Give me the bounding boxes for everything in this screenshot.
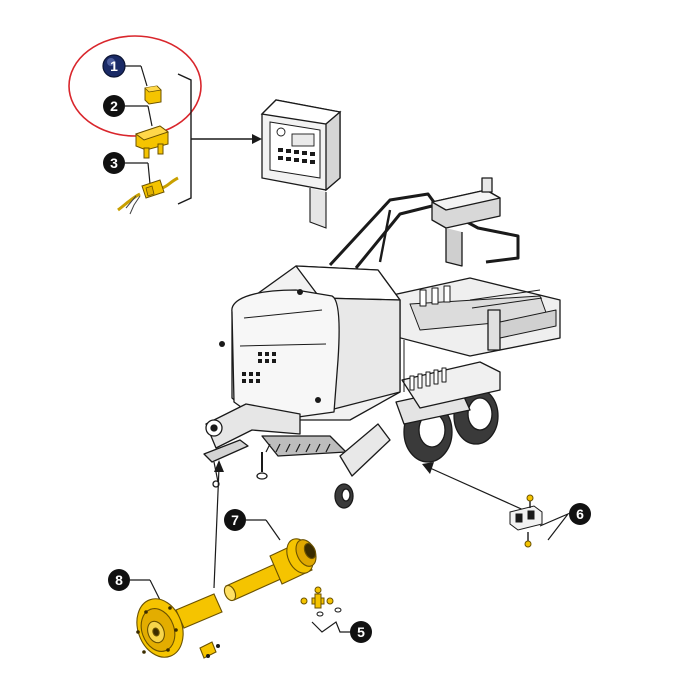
callout-5: 5 <box>311 621 372 643</box>
group-bracket <box>177 73 255 205</box>
callout-8: 8 <box>108 569 161 601</box>
callout-5-label: 5 <box>357 624 365 640</box>
fuse-icon <box>134 125 170 159</box>
clamp-icon <box>509 494 543 548</box>
baler-icon <box>203 177 561 509</box>
callout-3-label: 3 <box>110 155 118 171</box>
highlight-ring <box>68 35 202 137</box>
arrow-to-axle <box>422 462 434 474</box>
callout-2: 2 <box>103 95 153 127</box>
relay-icon <box>144 85 162 105</box>
pointer-lines <box>213 467 529 589</box>
connector-icon <box>117 176 179 215</box>
arrow-to-hitch <box>214 460 224 472</box>
pto-shaft-icon <box>223 538 317 602</box>
callout-8-label: 8 <box>115 572 123 588</box>
callout-3: 3 <box>103 152 151 185</box>
callout-6-label: 6 <box>576 506 584 522</box>
callout-7: 7 <box>224 509 281 541</box>
clutch-icon <box>136 593 223 659</box>
cross-journal-icon <box>300 586 342 617</box>
callout-2-label: 2 <box>110 98 118 114</box>
control-box-icon <box>260 99 342 229</box>
callout-1-label: 1 <box>110 58 118 74</box>
callout-1: 1 <box>102 54 148 87</box>
callout-7-label: 7 <box>231 512 239 528</box>
callout-6: 6 <box>539 503 591 541</box>
arrow-to-control-box <box>252 134 262 144</box>
